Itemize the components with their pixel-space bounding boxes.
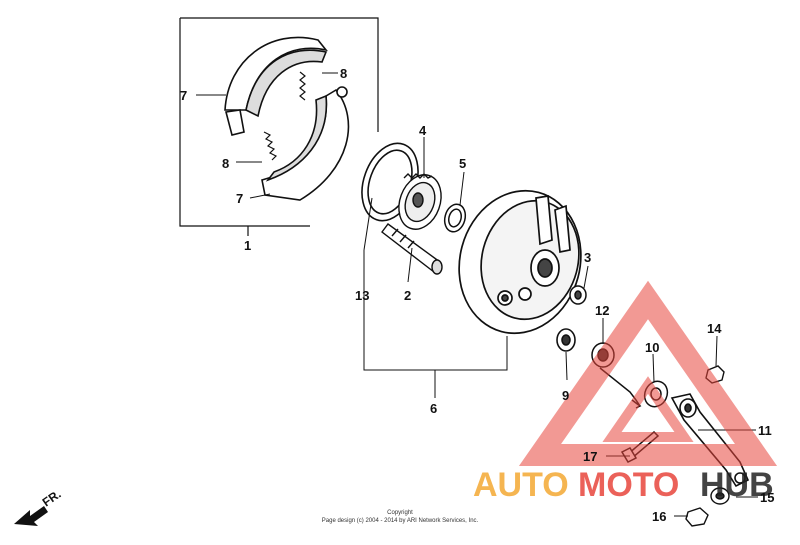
callout-2: 2 (404, 288, 411, 303)
copyright-line-1: Copyright (387, 510, 413, 516)
callout-7-lower: 7 (236, 191, 243, 206)
nut-16 (685, 507, 709, 527)
callout-labels: 1 2 3 4 5 6 7 7 8 8 9 10 11 12 13 14 15 … (180, 66, 774, 524)
copyright-block: Copyright Page design (c) 2004 - 2014 by… (322, 510, 479, 524)
callout-1: 1 (244, 238, 251, 253)
spring-lower (263, 131, 278, 161)
collar-15 (710, 487, 730, 505)
drive-gear (398, 173, 442, 230)
callout-8-upper: 8 (340, 66, 347, 81)
callout-4: 4 (419, 123, 427, 138)
part-3-collar (569, 285, 587, 305)
brake-shoe-upper (224, 36, 329, 136)
callout-3: 3 (584, 250, 591, 265)
callout-16: 16 (652, 509, 666, 524)
seal-9 (556, 328, 576, 352)
callout-17: 17 (583, 449, 597, 464)
spindle (381, 223, 443, 275)
callout-11: 11 (758, 423, 772, 438)
brake-shoe-lower (261, 86, 350, 201)
callout-15: 15 (760, 490, 774, 505)
washer-5 (443, 203, 467, 233)
callout-9: 9 (562, 388, 569, 403)
callout-6: 6 (430, 401, 437, 416)
watermark-text-auto: AUTO (473, 466, 569, 504)
front-direction-arrow: FR. (14, 487, 64, 526)
callout-10: 10 (645, 340, 659, 355)
shoe-group-box (179, 17, 379, 236)
spring-upper (299, 71, 306, 101)
copyright-line-2: Page design (c) 2004 - 2014 by ARI Netwo… (322, 518, 479, 524)
callout-12: 12 (595, 303, 609, 318)
front-label: FR. (40, 487, 64, 510)
callout-8-lower: 8 (222, 156, 229, 171)
callout-7-upper: 7 (180, 88, 187, 103)
watermark-text-hub: HUB (700, 466, 774, 504)
callout-5: 5 (459, 156, 466, 171)
callout-13: 13 (355, 288, 369, 303)
watermark-logo: AUTO MOTO HUB (473, 280, 778, 504)
brake-panel (458, 189, 582, 335)
watermark-text-moto: MOTO (578, 466, 679, 504)
callout-14: 14 (707, 321, 722, 336)
